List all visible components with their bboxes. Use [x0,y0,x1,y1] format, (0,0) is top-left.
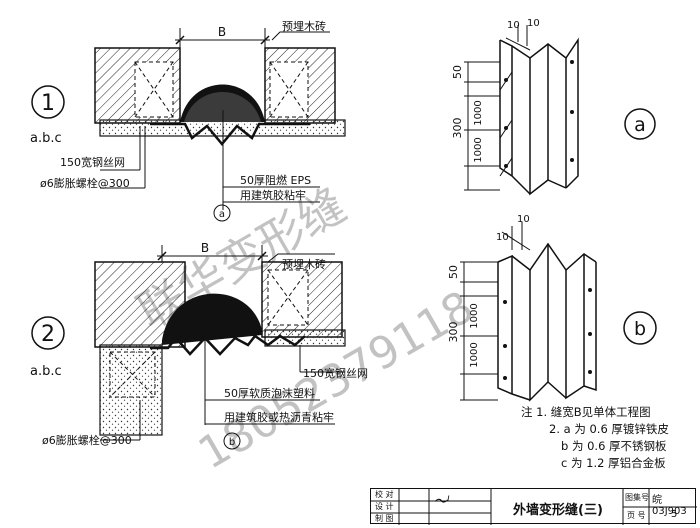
lower-plaster-left [99,344,163,436]
note-line-4: c 为 1.2 厚铝合金板 [561,456,666,470]
tb-role-1: 校 对 [375,490,394,499]
lower-detail-number-circle [31,316,65,350]
profile-a-dim-1000a: 1000 [473,100,484,125]
upper-eps-fill [180,84,265,122]
upper-label-glue: 用建筑胶粘牢 [240,188,306,202]
lower-label-foam: 50厚软质泡沫塑料 [224,386,315,400]
lower-plaster-right [264,329,346,347]
upper-label-steel-mesh: 150宽钢丝网 [60,155,125,169]
upper-callout: a [219,209,225,220]
profile-a-tag-circle [624,108,656,140]
lower-label-steel-mesh: 150宽钢丝网 [303,366,368,380]
upper-wood-brick-right [269,61,309,118]
profile-b-dim-50: 50 [447,265,460,279]
title-block: 校 对 设 计 制 图 〜ᴸ 外墙变形缝(三) 图集号 皖03J903 页 号 … [370,488,697,525]
lower-label-wood-brick: 预埋木砖 [282,257,326,271]
upper-label-eps: 50厚阻燃 EPS [240,173,311,187]
upper-detail-number-circle [31,85,65,119]
profile-b-dim-1000a: 1000 [469,303,480,328]
upper-label-bolt: ø6膨胀螺栓@300 [40,176,130,190]
upper-wood-brick-left [134,61,174,118]
notes-block: 注 1. 缝宽B见单体工程图 2. a 为 0.6 厚镀锌铁皮 b 为 0.6 … [521,404,669,472]
profile-a-dim-50: 50 [451,65,464,79]
note-line-1: 注 1. 缝宽B见单体工程图 [521,405,651,419]
lower-foam-fill [162,293,262,345]
lower-dim-b: B [201,241,209,255]
lower-variants: a.b.c [30,364,62,379]
note-line-3: b 为 0.6 厚不锈钢板 [561,439,667,453]
lower-callout-circle [223,432,241,450]
lower-label-glue: 用建筑胶或热沥青粘牢 [224,410,334,424]
tb-page-label: 页 号 [627,511,646,520]
upper-dim-b: B [218,25,226,39]
upper-detail-number: 1 [41,91,55,116]
profile-b-tag-circle [623,311,657,345]
tb-role-3: 制 图 [375,514,394,523]
title-block-grid [371,489,697,525]
profile-b-dim-1000b: 1000 [469,342,480,367]
tb-title: 外墙变形缝(三) [513,503,603,518]
profile-a-dim-10-left: 10 [507,20,520,31]
profile-b-dim-10-left: 10 [496,232,509,243]
lower-detail-number: 2 [41,322,55,347]
tb-atlas-no: 皖03J903 [652,495,687,517]
upper-callout-circle [213,204,231,222]
profile-a-dim-10-right: 10 [527,18,540,29]
profile-a-tag: a [634,114,646,136]
lower-wood-brick-left [109,351,156,398]
note-line-2: 2. a 为 0.6 厚镀锌铁皮 [549,422,669,436]
profile-b-dim-10-right: 10 [517,214,530,225]
tb-role-2: 设 计 [375,502,394,511]
lower-joint-detail: B 2 a.b.c 预埋木砖 150宽钢丝网 ø6膨胀螺栓@300 50厚软质泡… [30,241,368,450]
upper-joint-detail: B 1 a.b.c 预埋木砖 150宽钢丝网 ø6膨胀螺栓@300 50厚阻燃 … [30,19,346,222]
lower-callout: b [229,437,235,448]
profile-b-tag: b [634,318,646,340]
profile-a-dim-1000b: 1000 [473,137,484,162]
tb-signature: 〜ᴸ [433,494,452,510]
lower-cover-plate [150,334,306,356]
profile-a-detail: 50 300 1000 1000 10 10 a [451,18,656,196]
upper-variants: a.b.c [30,131,62,146]
tb-atlas-label: 图集号 [625,493,649,502]
upper-label-wood-brick: 预埋木砖 [282,19,326,33]
profile-b-detail: 50 300 1000 1000 10 10 b [447,214,657,402]
upper-cover-plate [150,122,310,146]
lower-label-bolt: ø6膨胀螺栓@300 [42,433,132,447]
profile-b-dim-300: 300 [447,322,460,343]
profile-a-dim-300: 300 [451,118,464,139]
tb-page-no: 5 [671,509,678,520]
